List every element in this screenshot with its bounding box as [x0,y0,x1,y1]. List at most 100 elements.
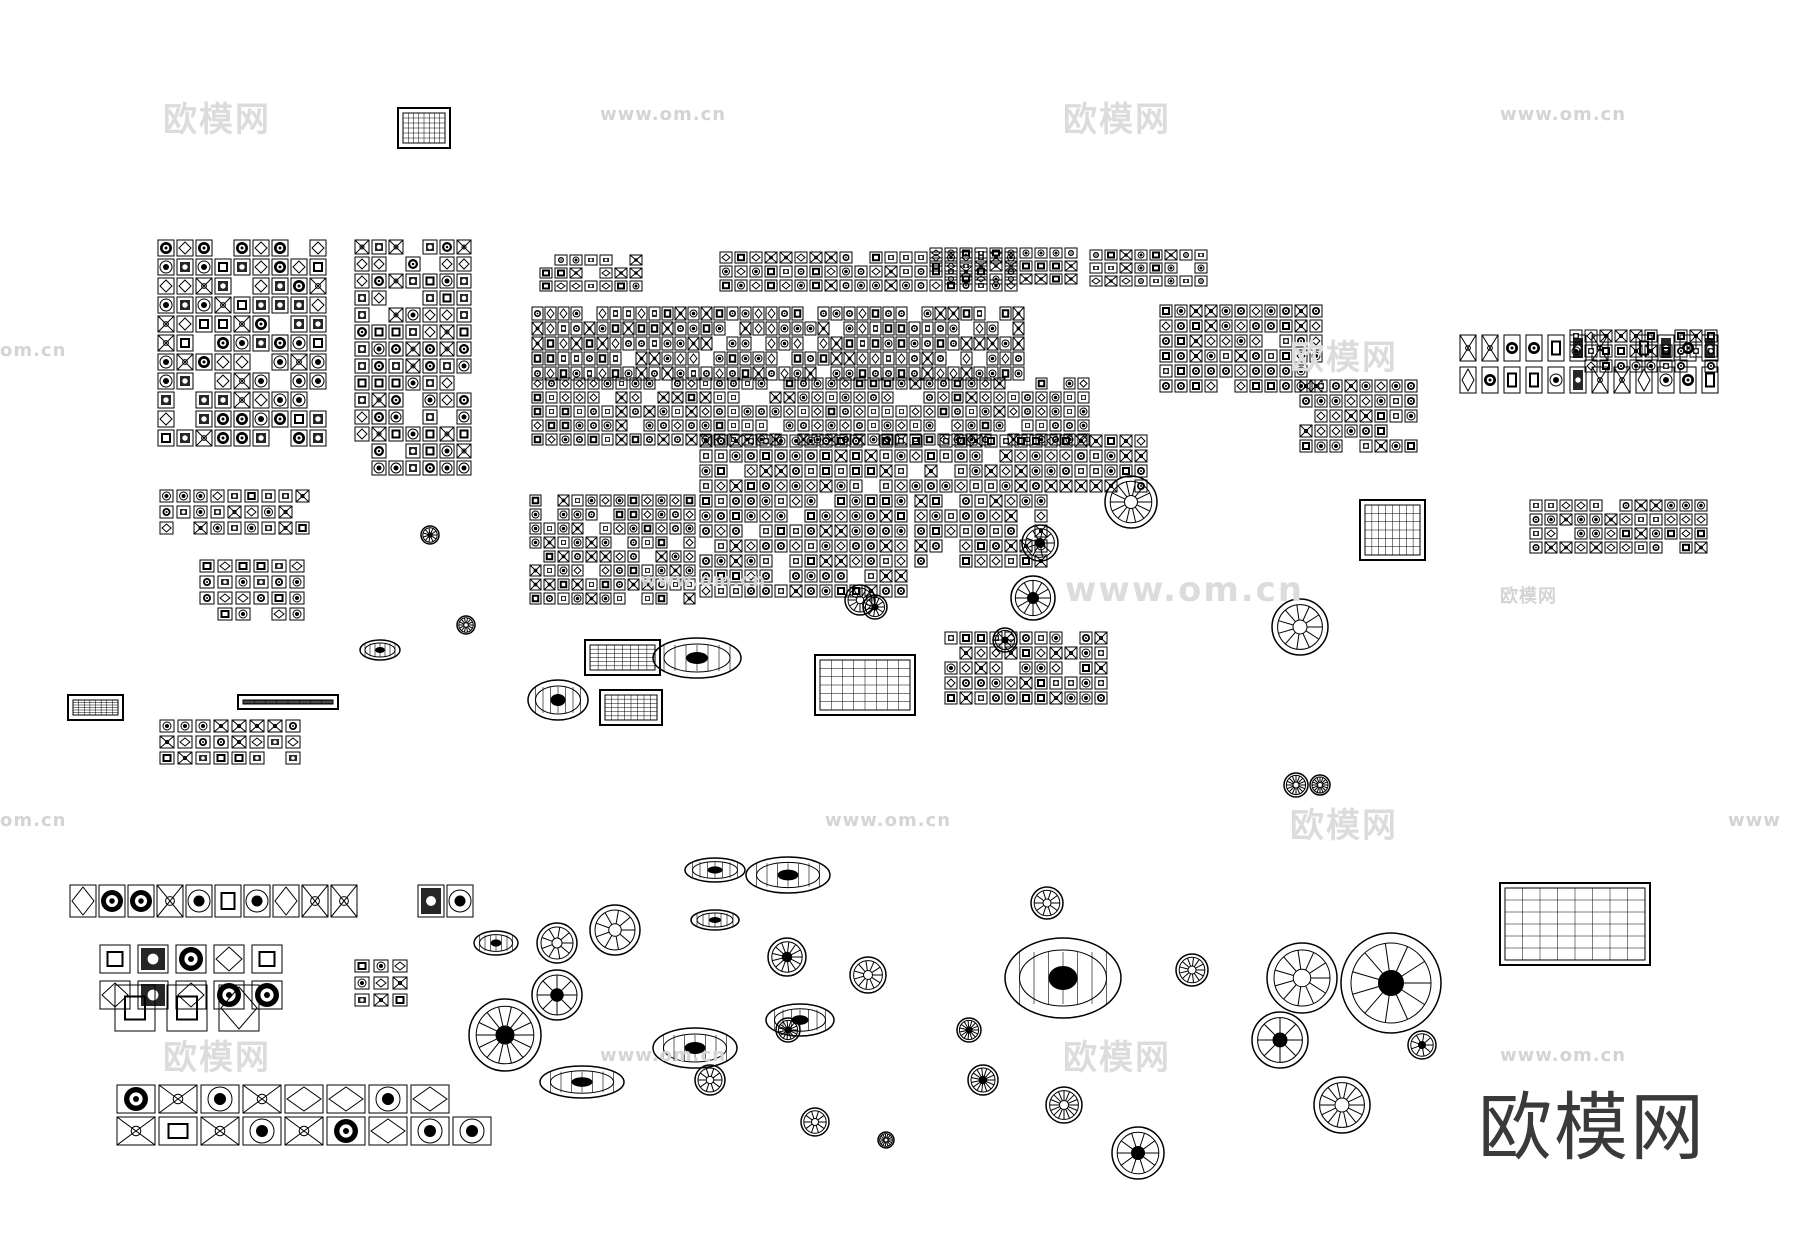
pattern-tile [1089,262,1103,274]
pattern-tile [849,554,863,568]
pattern-tile [1689,329,1703,343]
pattern-tile [959,247,973,259]
pattern-tile [655,536,668,549]
pattern-tile [719,279,733,292]
cad-medallion-blocks [359,475,1442,1180]
pattern-tile [157,296,175,314]
pattern-tile [764,251,778,264]
pattern-tile [405,341,421,357]
pattern-tile [764,279,778,292]
medallion [589,904,641,956]
pattern-tile [999,464,1013,478]
pattern-tile [794,279,808,292]
pattern-tile [685,419,698,432]
pattern-tile [1279,349,1293,363]
pattern-tile [557,550,570,563]
pattern-tile [1019,676,1033,690]
pattern-tile [531,321,544,336]
pattern-tile [960,351,973,366]
pattern-tile [685,405,698,418]
watermark: 欧模网 [1500,586,1557,607]
pattern-tile [779,251,793,264]
pattern-tile [648,336,661,351]
pattern-tile [759,449,773,463]
pattern-tile [1079,631,1093,645]
pattern-tile [921,321,934,336]
pattern-tile [849,464,863,478]
pattern-tile [739,336,752,351]
pattern-tile [1544,541,1558,554]
pattern-tile [1012,351,1025,366]
pattern-tile [1584,359,1598,373]
pattern-tile [157,258,175,276]
pattern-tile [388,273,404,289]
pattern-tile [974,631,988,645]
pattern-tile [271,607,287,621]
pattern-tile [1019,646,1033,660]
pattern-tile [817,336,830,351]
pattern-tile [899,279,913,292]
pattern-tile [1019,554,1033,568]
pattern-tile [289,591,305,605]
pattern-tile [744,539,758,553]
pattern-tile [1629,359,1643,373]
pattern-tile [914,279,928,292]
pattern-tile [655,564,668,577]
pattern-tile [714,464,728,478]
pattern-tile [1019,661,1033,675]
pattern-tile [405,375,421,391]
pattern-tile [809,279,823,292]
pattern-tile [456,358,472,374]
pattern-tile [195,429,213,447]
pattern-tile [965,405,978,418]
pattern-tile [714,494,728,508]
pattern-tile [354,409,370,425]
pattern-tile [371,239,387,255]
pattern-tile [979,419,992,432]
pattern-tile [864,524,878,538]
pattern-tile [825,419,838,432]
pattern-tile [989,676,1003,690]
pattern-tile [242,1084,282,1114]
pattern-tile [923,391,936,404]
pattern-tile [1574,499,1588,512]
pattern-tile [819,539,833,553]
pattern-tile [1264,319,1278,333]
pattern-tile [422,409,438,425]
pattern-tile [210,521,225,535]
pattern-tile [1503,366,1521,394]
pattern-tile [1481,334,1499,362]
pattern-tile [1179,275,1193,287]
pattern-tile [923,377,936,390]
pattern-tile [819,524,833,538]
pattern-tile [744,494,758,508]
pattern-tile [993,377,1006,390]
pattern-tile [252,258,270,276]
pattern-tile [422,341,438,357]
pattern-tile [685,433,698,446]
pattern-tile [371,324,387,340]
pattern-tile [834,569,848,583]
oval-medallion [539,1065,625,1099]
pattern-tile [354,324,370,340]
watermark: 欧模网 [1290,338,1398,378]
pattern-tile [199,591,215,605]
watermark: 欧模网 [1063,1038,1171,1078]
pattern-tile [309,410,327,428]
pattern-tile [1374,439,1388,453]
pattern-tile [609,306,622,321]
pattern-tile [405,273,421,289]
pattern-tile [929,539,943,553]
pattern-tile [759,509,773,523]
pattern-tile [559,377,572,390]
pattern-tile [1279,364,1293,378]
pattern-tile [1159,334,1173,348]
pattern-tile [965,419,978,432]
pattern-tile [1613,366,1631,394]
pattern-tile [214,372,232,390]
pattern-tile [1063,405,1076,418]
pattern-tile [571,494,584,507]
pattern-tile [791,351,804,366]
pattern-tile [944,661,958,675]
pattern-tile [456,324,472,340]
